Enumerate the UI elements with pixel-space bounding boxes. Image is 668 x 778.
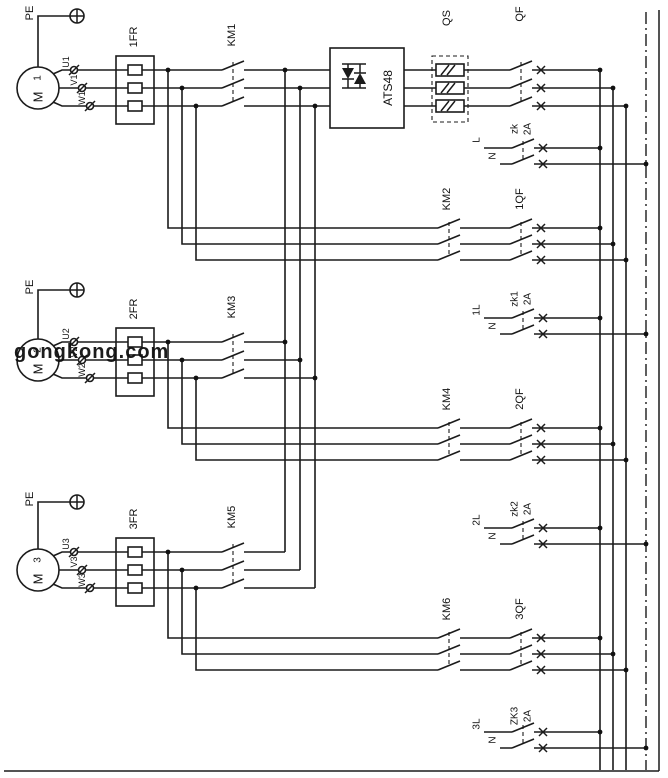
soft-starter-ats48: ATS48 [329,47,405,129]
motor-1-letter: M [31,92,46,103]
pe-terminal-2 [69,282,85,298]
terminal-label-v3: V3 [69,556,79,567]
motor3-terminals [68,546,96,594]
terminal-label-w2: W2 [77,363,87,377]
label-zk: zk [510,123,521,134]
label-km1: KM1 [226,24,238,47]
label-n-3: N [488,532,499,539]
terminal-label-w3: W3 [77,573,87,587]
label-3l: 3L [472,718,483,730]
thyristor-icon [342,63,366,89]
motor-3-symbol: 3 M [16,548,60,592]
breaker-x-marks [536,65,548,753]
label-km2: KM2 [441,188,453,211]
terminal-label-u1: U1 [61,56,71,68]
label-zk-rating: 2A [523,123,534,136]
label-pe-1: PE [24,6,36,21]
motor1-terminals [68,64,96,112]
thermal-relay-3fr [115,537,155,607]
motor2-phase-wires [52,341,315,379]
zk-control-wires-4 [484,731,646,749]
motor3-bypass-wires [167,552,626,671]
motor2-terminals [68,336,96,384]
label-n-4: N [488,736,499,743]
motor-1-number: 1 [33,75,44,81]
terminal-label-u3: U3 [61,538,71,550]
label-km3: KM3 [226,296,238,319]
junction-dots [165,67,649,751]
label-zk2: zk2 [510,501,521,517]
label-1fr: 1FR [128,27,140,48]
motor-2-symbol: 2 M [16,338,60,382]
label-pe-2: PE [24,280,36,295]
terminal-label-u2: U2 [61,328,71,340]
soft-starter-output-drops [284,70,316,588]
watermark-gongkong: gongkong.com [14,341,169,363]
label-2l: 2L [472,514,483,526]
label-1l: 1L [472,304,483,316]
zk-control-wires-1 [484,147,646,165]
zk-breaker-contacts [511,138,535,749]
terminal-label-v2: V2 [69,346,79,357]
label-ats48: ATS48 [381,70,395,106]
label-zk2-rating: 2A [523,503,534,516]
label-3fr: 3FR [128,509,140,530]
label-pe-3: PE [24,492,36,507]
label-km5: KM5 [226,506,238,529]
phase-bus-lines [599,70,627,770]
motor-3-number: 3 [33,557,44,563]
label-zk1: zk1 [510,291,521,307]
label-n-1: N [488,152,499,159]
terminal-label-v1: V1 [69,74,79,85]
label-zk1-rating: 2A [523,293,534,306]
label-km4: KM4 [441,388,453,411]
label-zk3: ZK3 [510,706,521,725]
label-qf: QF [514,6,526,22]
motor2-bypass-wires [167,342,626,461]
label-2qf: 2QF [514,388,526,410]
motor-2-number: 2 [33,347,44,353]
motor-2-letter: M [31,364,46,375]
label-3qf: 3QF [514,598,526,620]
motor1-bypass-wires [167,70,626,261]
motor-1-symbol: 1 M [16,66,60,110]
thermal-relay-2fr [115,327,155,397]
label-qs: QS [441,10,453,26]
label-n-2: N [488,322,499,329]
label-km6: KM6 [441,598,453,621]
motor3-phase-wires [52,551,315,589]
pe-conductor-wires [37,15,70,549]
label-l: L [472,137,483,143]
label-2fr: 2FR [128,299,140,320]
label-zk3-rating: 2A [523,710,534,723]
pe-terminal-3 [69,494,85,510]
thermal-relay-1fr [115,55,155,125]
mechanical-linkage-lines [232,62,524,744]
pe-terminal-1 [69,8,85,24]
terminal-label-w1: W1 [77,91,87,105]
zk-control-wires-3 [484,527,646,545]
isolator-qs [431,55,469,123]
zk-control-wires-2 [484,317,646,335]
drawing-frame [4,10,660,772]
label-1qf: 1QF [514,188,526,210]
motor-3-letter: M [31,574,46,585]
